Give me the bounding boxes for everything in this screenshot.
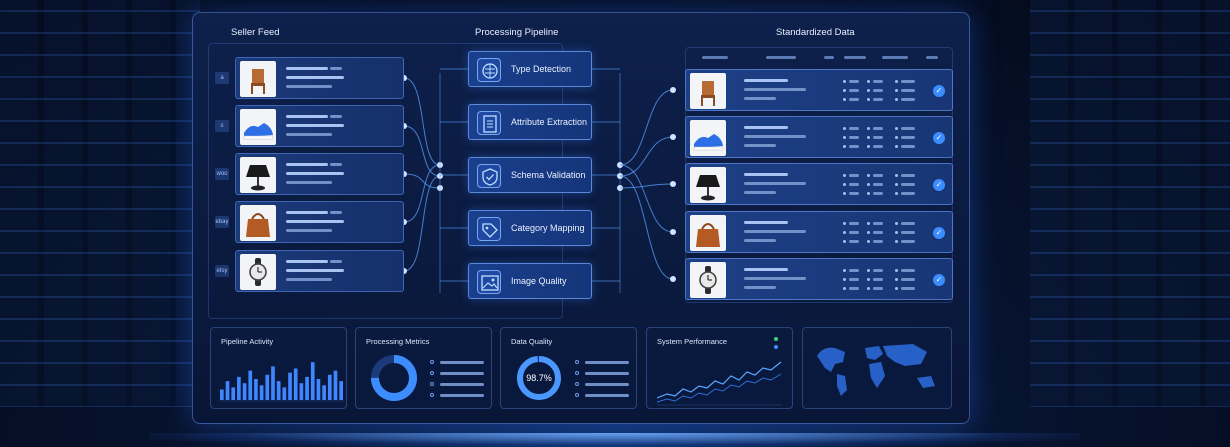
server-rack-left [0, 0, 200, 407]
system-performance-title: System Performance [657, 337, 728, 346]
processing-metrics-title: Processing Metrics [366, 337, 430, 346]
pipeline-activity-widget[interactable]: Pipeline Activity [210, 327, 347, 409]
source-logo-icon: a [215, 72, 229, 84]
seller-feed-title: Seller Feed [231, 27, 280, 38]
pipeline-activity-title: Pipeline Activity [221, 337, 274, 346]
activity-bar [310, 362, 315, 400]
tag-icon [477, 217, 501, 241]
product-thumbnail [240, 254, 276, 290]
activity-bar [237, 376, 241, 400]
server-rack-right [1030, 0, 1230, 407]
pipeline-step-label: Attribute Extraction [511, 117, 588, 127]
activity-bar [225, 381, 230, 400]
activity-bar [242, 383, 247, 400]
data-quality-widget[interactable]: Data Quality 98.7% [500, 327, 637, 409]
seller-feed-item[interactable] [235, 153, 404, 195]
brain-icon [477, 58, 501, 82]
activity-bar [231, 387, 236, 400]
source-logo-icon: s [215, 120, 229, 132]
activity-bar [333, 370, 338, 400]
processing-metrics-widget[interactable]: Processing Metrics [355, 327, 492, 409]
document-icon [477, 111, 501, 135]
product-thumbnail [690, 73, 726, 109]
seller-feed-item[interactable] [235, 57, 404, 99]
check-icon: ✓ [933, 227, 945, 239]
activity-bar [293, 368, 298, 400]
product-thumbnail [240, 109, 276, 145]
pipeline-step[interactable]: Attribute Extraction [468, 104, 592, 140]
activity-bar [248, 370, 253, 400]
world-map-icon [817, 344, 935, 396]
source-logo-icon: ebay [215, 216, 229, 228]
pipeline-step-label: Schema Validation [511, 170, 586, 180]
check-icon: ✓ [933, 274, 945, 286]
seller-feed-item[interactable] [235, 250, 404, 292]
standardized-data-title: Standardized Data [776, 27, 855, 38]
product-thumbnail [240, 157, 276, 193]
check-icon: ✓ [933, 179, 945, 191]
pipeline-step[interactable]: Category Mapping [468, 210, 592, 246]
pipeline-connections [401, 68, 676, 293]
pipeline-step[interactable]: Image Quality [468, 263, 592, 299]
product-thumbnail [240, 205, 276, 241]
check-icon: ✓ [933, 132, 945, 144]
data-quality-ring [517, 356, 561, 400]
activity-bar [322, 385, 326, 400]
shield-check-icon [477, 164, 501, 188]
pipeline-step[interactable]: Type Detection [468, 51, 592, 87]
dashboard-panel: Seller Feed Processing Pipeline Standard… [192, 12, 970, 424]
pipeline-step-label: Category Mapping [511, 223, 585, 233]
standardized-data-row[interactable]: ✓ [685, 116, 953, 158]
data-quality-title: Data Quality [511, 337, 553, 346]
seller-feed-item[interactable] [235, 201, 404, 243]
check-icon: ✓ [933, 85, 945, 97]
pipeline-step-label: Type Detection [511, 64, 572, 74]
activity-bar [220, 389, 224, 400]
activity-bar [316, 379, 321, 400]
activity-bar [339, 381, 343, 400]
pipeline-step-label: Image Quality [511, 276, 567, 286]
activity-bar [327, 374, 332, 400]
product-thumbnail [690, 120, 726, 156]
activity-bar [276, 381, 281, 400]
product-thumbnail [690, 167, 726, 203]
processing-pipeline-title: Processing Pipeline [475, 27, 559, 38]
system-performance-chart [657, 361, 782, 406]
standardized-data-row[interactable]: ✓ [685, 258, 953, 300]
activity-bar [282, 387, 287, 400]
system-performance-widget[interactable]: System Performance [646, 327, 793, 409]
activity-bar [254, 379, 258, 400]
image-icon [477, 270, 501, 294]
data-quality-value: 98.7% [526, 373, 552, 383]
standardized-data-row[interactable]: ✓ [685, 69, 953, 111]
product-thumbnail [240, 61, 276, 97]
activity-bar [299, 383, 304, 400]
standardized-data-row[interactable]: ✓ [685, 211, 953, 253]
processing-metrics-ring [371, 355, 417, 401]
activity-bar [288, 372, 292, 400]
pipeline-step[interactable]: Schema Validation [468, 157, 592, 193]
product-thumbnail [690, 262, 726, 298]
source-logo-icon: woo [215, 168, 229, 180]
floor-glow [150, 433, 1080, 447]
activity-bar [265, 374, 270, 400]
activity-bar [259, 385, 264, 400]
activity-bar [305, 376, 309, 400]
pipeline-activity-chart [219, 362, 344, 402]
activity-bar [271, 366, 275, 400]
source-logo-icon: etsy [215, 265, 229, 277]
product-thumbnail [690, 215, 726, 251]
standardized-data-row[interactable]: ✓ [685, 163, 953, 205]
seller-feed-item[interactable] [235, 105, 404, 147]
world-map-widget[interactable] [802, 327, 952, 409]
